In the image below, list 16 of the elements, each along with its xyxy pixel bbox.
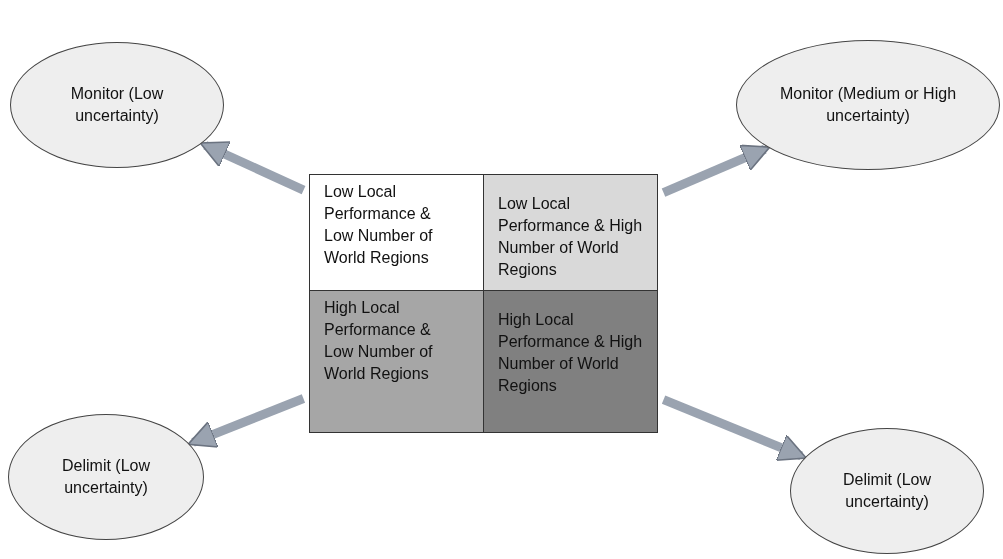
grid-cell: [483, 174, 658, 291]
node-label: High Local Performance & High Number of World Regions: [498, 310, 644, 396]
node-label: Low Local Performance & High Number of World Regions: [498, 194, 644, 280]
node-label: Delimit (Low uncertainty): [61, 456, 151, 498]
node-label: Delimit (Low uncertainty): [842, 470, 932, 512]
node-label: High Local Performance & Low Number of World Regions: [324, 298, 434, 384]
arrow: [661, 395, 808, 462]
grid-cell: [309, 174, 484, 291]
arrow: [199, 141, 306, 195]
node-label: Monitor (Medium or High uncertainty): [778, 84, 958, 126]
node-label: Monitor (Low uncertainty): [69, 84, 165, 126]
arrow: [661, 144, 771, 197]
grid-cell: [483, 290, 658, 433]
node-label: Low Local Performance & Low Number of World Regions: [324, 182, 434, 268]
grid-cell: [309, 290, 484, 433]
arrow: [187, 394, 306, 448]
